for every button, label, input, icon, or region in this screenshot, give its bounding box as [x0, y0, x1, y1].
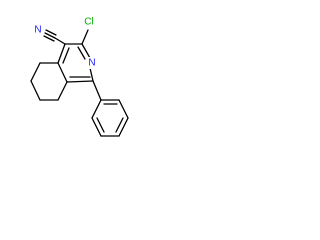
bond-ph2-ph3 — [118, 99, 129, 119]
bond-cn-triple-1 — [44, 32, 56, 39]
bond-ph5-ph6-double — [96, 117, 105, 133]
ring-nitrogen-label: N — [88, 58, 95, 69]
bond-c4a-c8a — [57, 62, 68, 83]
bond-c1-n2 — [89, 67, 94, 82]
bond-ph6-ph1 — [91, 99, 102, 119]
bond-c5-c6 — [30, 62, 41, 82]
bond-c8-c8a — [57, 81, 68, 101]
bond-c4-c4a — [57, 43, 66, 64]
bonds — [30, 29, 129, 137]
bond-c6-c7 — [30, 80, 41, 101]
ring-nitrogen-atom: N — [88, 57, 96, 69]
bond-ph3-ph4 — [118, 117, 129, 137]
bond-c3-cl — [81, 29, 89, 45]
chlorine-label: Cl — [84, 17, 93, 28]
bond-ph5-ph6 — [91, 117, 102, 137]
molecule-diagram: Cl N N — [30, 16, 129, 137]
bond-n2-c3 — [81, 43, 91, 59]
chlorine-atom: Cl — [82, 16, 95, 28]
bond-c4-c4a-double — [62, 47, 70, 64]
nitrile-nitrogen-atom: N — [34, 24, 42, 36]
bond-cn-triple-3 — [45, 29, 57, 36]
bond-cn-triple-2 — [43, 35, 55, 42]
bond-c4-cn — [54, 37, 66, 45]
bond-ph3-ph4-double — [115, 117, 124, 133]
atom-labels: Cl N N — [34, 16, 96, 69]
nitrile-nitrogen-label: N — [34, 25, 41, 36]
bond-c8a-c1 — [66, 80, 94, 83]
bond-n2-c3-double — [77, 46, 86, 60]
structure-canvas: Cl N N — [0, 0, 150, 150]
bond-c1-phenyl — [92, 80, 102, 101]
